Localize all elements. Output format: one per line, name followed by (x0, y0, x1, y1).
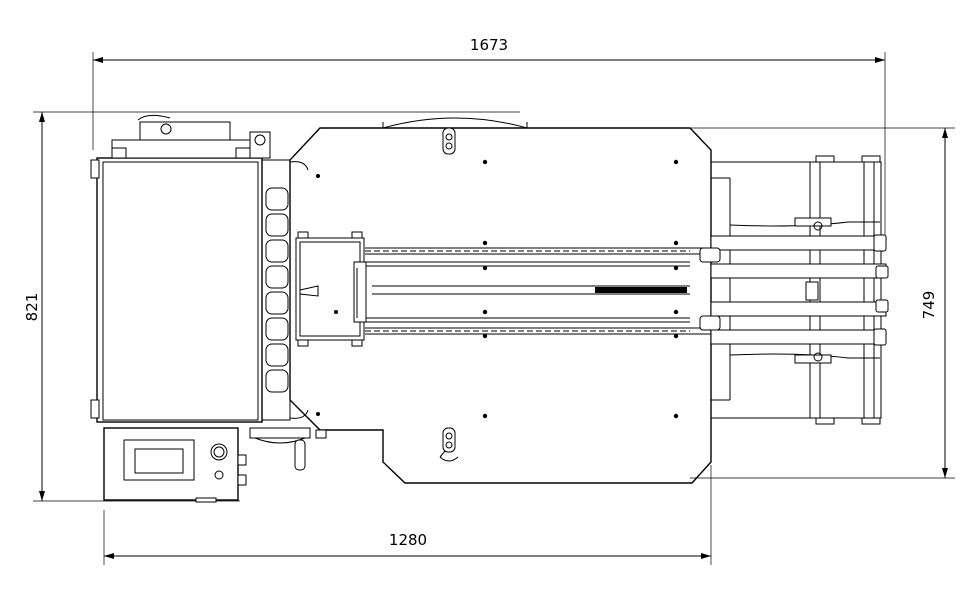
bottom-handle (249, 427, 327, 471)
feeder-table (90, 114, 271, 423)
outfeed-frame (699, 155, 889, 425)
infeed-roller-column (261, 159, 309, 421)
dimension-821-label: 821 (23, 293, 41, 322)
dimension-bottom: 1280 (103, 465, 712, 565)
control-panel (103, 427, 247, 503)
dimension-1673-label: 1673 (470, 36, 508, 54)
rollers (265, 187, 289, 393)
top-adjuster-knob (442, 127, 456, 155)
dimension-left: 821 (23, 111, 520, 502)
dimension-right: 749 (690, 127, 955, 479)
mounting-holes (316, 159, 679, 419)
dimension-1280-label: 1280 (389, 531, 427, 549)
dimension-749-label: 749 (920, 291, 938, 320)
bottom-adjuster-knob (439, 427, 459, 462)
dimension-top: 1673 (92, 36, 886, 235)
carriage-block (295, 231, 367, 347)
conveyor-rails (365, 247, 715, 335)
